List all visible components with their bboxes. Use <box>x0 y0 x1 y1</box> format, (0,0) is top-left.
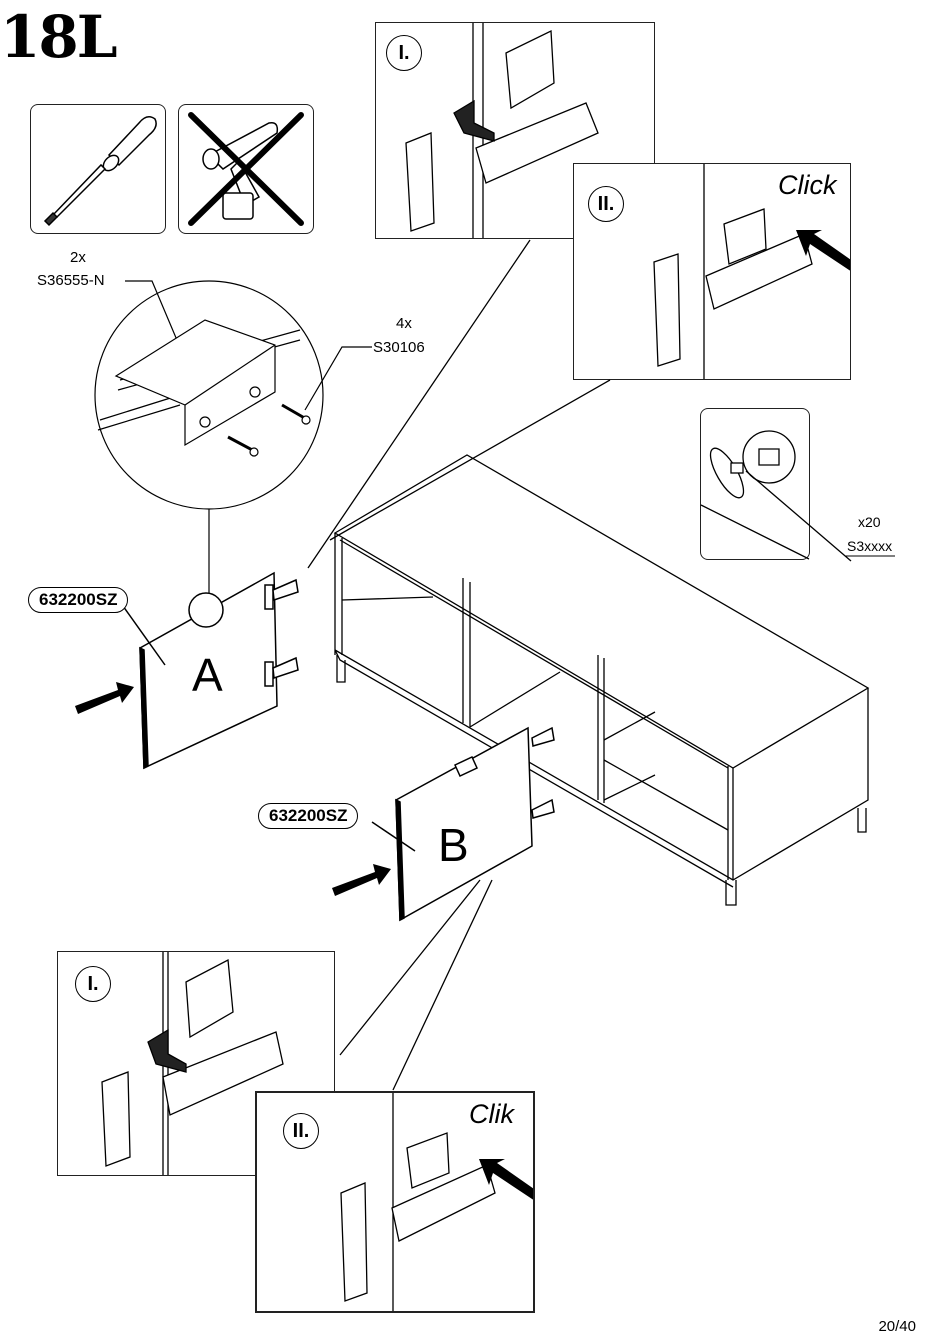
step-numeral: I. <box>386 35 422 71</box>
cam-qty: x20 <box>858 514 881 530</box>
door-a-part-code: 632200SZ <box>28 587 129 613</box>
forbidden-tool-box <box>178 104 314 234</box>
screws-code: S30106 <box>373 339 425 356</box>
cam-code: S3xxxx <box>847 538 893 554</box>
hinge-click-diagram <box>340 1093 533 1311</box>
hinge-insert-diagram <box>101 952 284 1175</box>
hinge-insert-diagram <box>405 23 599 238</box>
door-b-part-code: 632200SZ <box>258 803 359 829</box>
step-number: 18L <box>0 3 117 71</box>
bracket-qty: 2x <box>70 249 86 266</box>
power-drill-crossed-icon <box>188 112 304 226</box>
cam-lock-icon <box>700 430 852 562</box>
clik-caption: Clik <box>469 1099 514 1129</box>
step-numeral: II. <box>283 1113 319 1149</box>
door-a-letter: A <box>192 649 223 701</box>
top-hinge-step-2-panel: II. Click <box>573 163 851 380</box>
screws-qty: 4x <box>396 315 412 332</box>
bracket-code: S36555-N <box>37 272 105 289</box>
door-b-letter: B <box>438 819 469 871</box>
bottom-hinge-step-2-panel: II. Clik <box>255 1091 535 1313</box>
hinge-click-diagram <box>653 164 850 379</box>
allowed-tool-box <box>30 104 166 234</box>
page-indicator: 20/40 <box>878 1318 916 1335</box>
cam-lock-detail <box>700 408 852 562</box>
click-caption: Click <box>778 170 837 200</box>
screwdriver-icon <box>43 116 157 227</box>
step-numeral: II. <box>588 186 624 222</box>
step-numeral: I. <box>75 966 111 1002</box>
